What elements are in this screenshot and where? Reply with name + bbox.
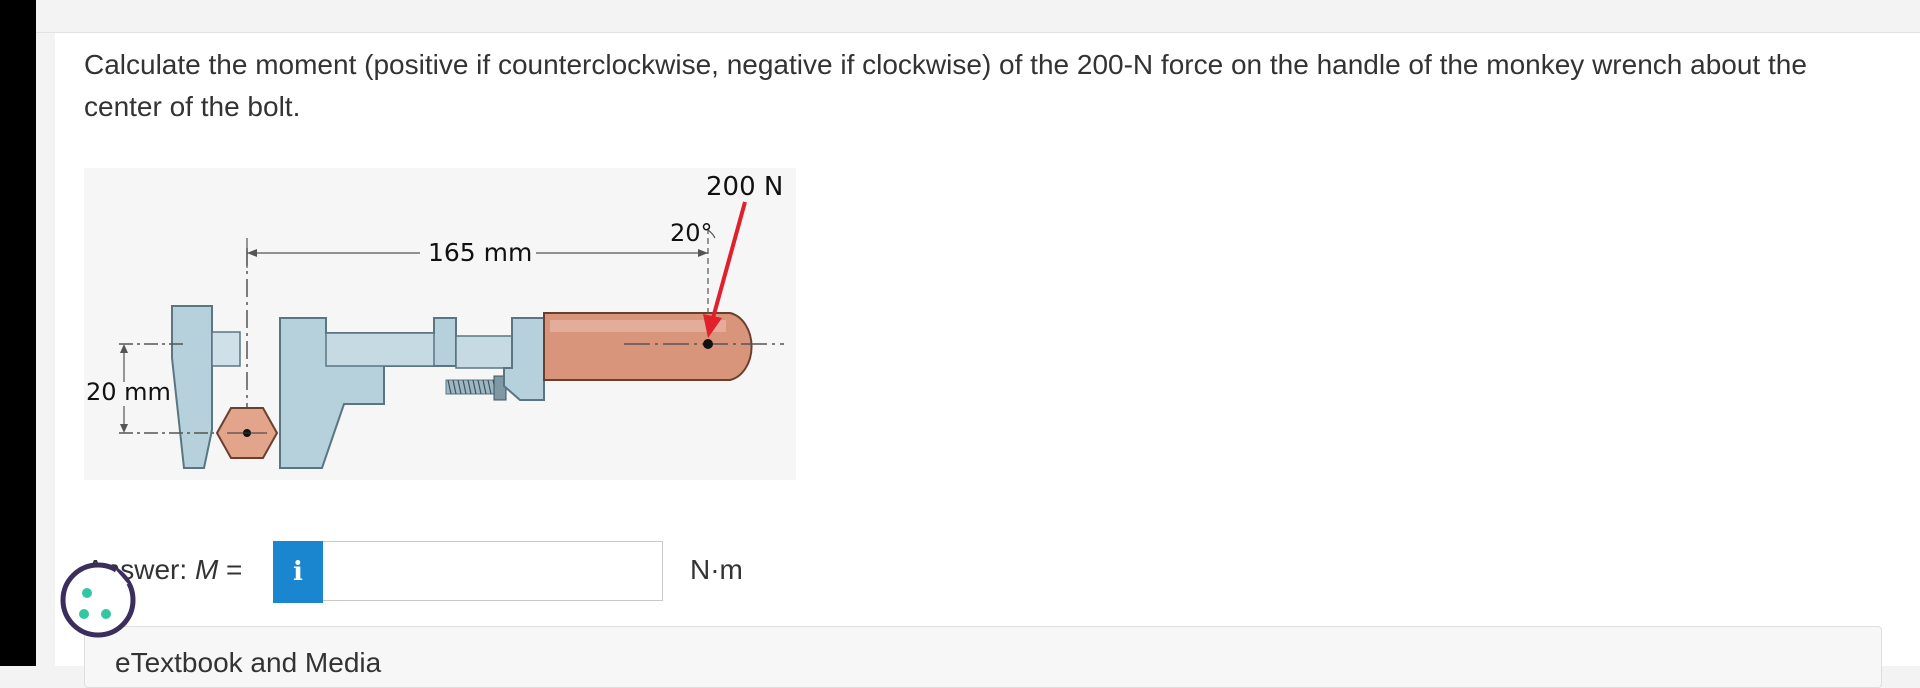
- offset-label: 20 mm: [86, 378, 171, 406]
- left-dark-bar: [0, 0, 36, 666]
- answer-variable: M: [194, 554, 219, 585]
- answer-unit: N·m: [690, 554, 743, 585]
- info-icon: i: [293, 557, 303, 587]
- angle-label: 20°: [670, 219, 713, 247]
- force-arrow: [703, 201, 747, 338]
- answer-input[interactable]: [323, 541, 663, 601]
- answer-equals: =: [218, 554, 243, 585]
- angle-arc: [707, 229, 716, 239]
- force-label: 200 N: [706, 172, 783, 202]
- etextbook-media-label: eTextbook and Media: [115, 647, 382, 678]
- question-text: Calculate the moment (positive if counte…: [84, 49, 1807, 122]
- bolt-nut: [215, 407, 279, 459]
- info-button[interactable]: i: [273, 541, 323, 603]
- top-header-bar: [36, 0, 1920, 33]
- cookie-icon: [60, 562, 136, 638]
- offset-dimension: [119, 343, 214, 434]
- cookie-settings-button[interactable]: [60, 562, 136, 638]
- fixed-jaw: [171, 305, 213, 469]
- wrench-shaft: [325, 332, 435, 367]
- force-application-point: [703, 339, 713, 349]
- wrench-figure: 20 mm 165 mm 20° 200 N: [84, 168, 796, 480]
- length-label: 165 mm: [428, 238, 532, 267]
- etextbook-media-section[interactable]: eTextbook and Media: [84, 626, 1882, 688]
- jaw-bar: [211, 331, 241, 367]
